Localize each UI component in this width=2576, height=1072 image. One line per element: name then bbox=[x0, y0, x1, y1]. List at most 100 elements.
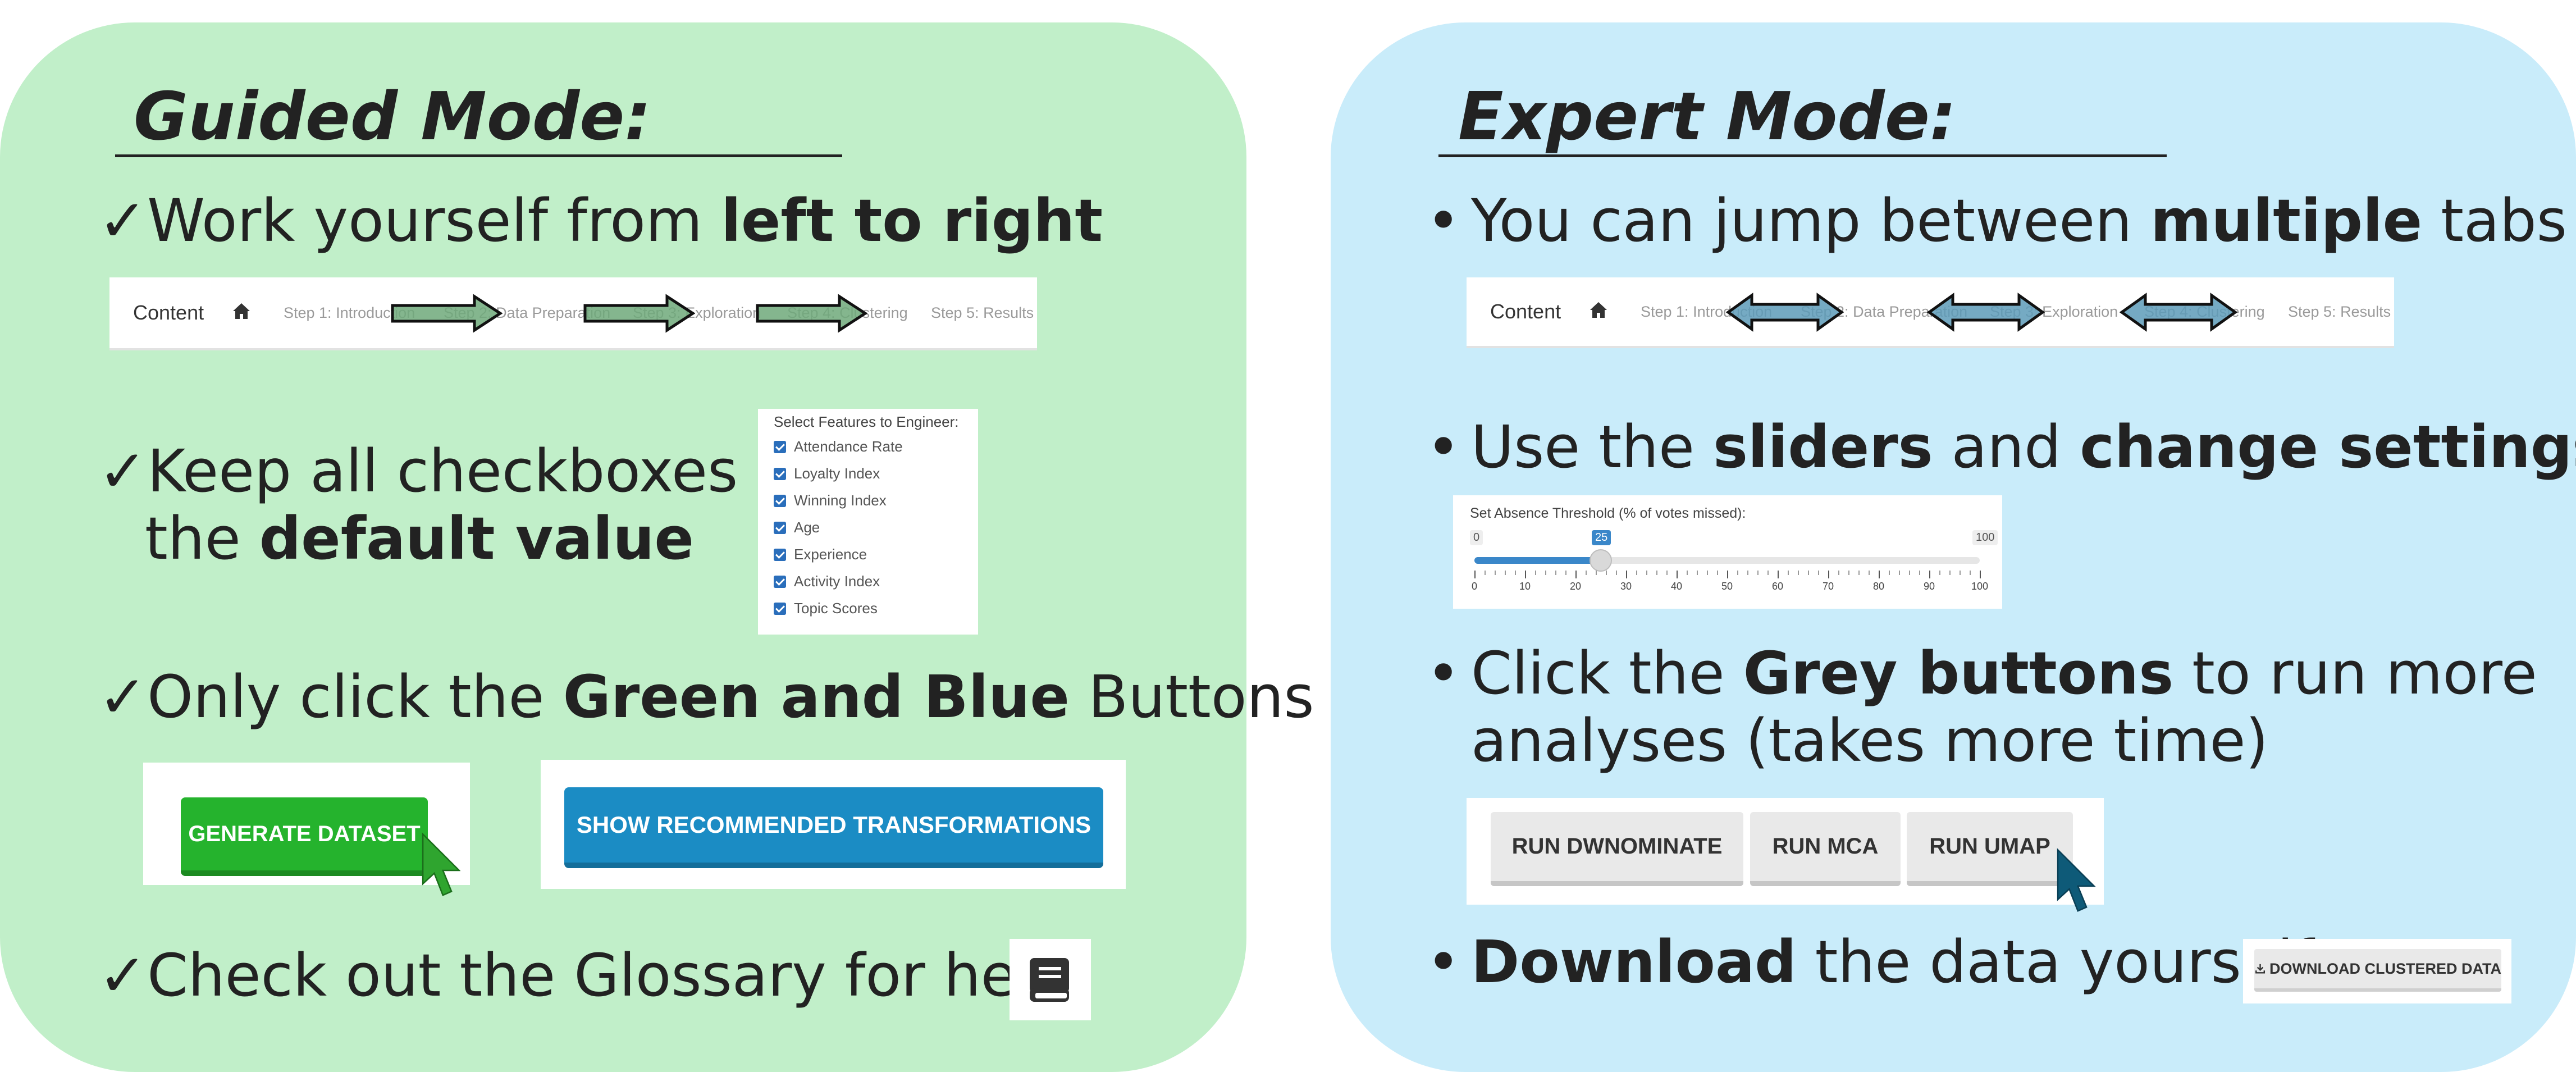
checkbox-age[interactable]: Age bbox=[774, 519, 820, 536]
slider-minor-tick bbox=[1616, 571, 1617, 575]
checkbox-checked-icon[interactable] bbox=[774, 521, 786, 534]
slider-tick-label: 80 bbox=[1872, 581, 1885, 592]
checkmark-icon: ✓ bbox=[98, 186, 148, 255]
glossary-icon-screenshot bbox=[1010, 939, 1091, 1020]
checkbox-checked-icon[interactable] bbox=[774, 494, 786, 507]
cursor-icon bbox=[422, 832, 460, 896]
bullet-icon: • bbox=[1426, 186, 1461, 255]
slider-minor-tick bbox=[1606, 571, 1607, 575]
expert-title-underline bbox=[1438, 154, 2167, 157]
nav-content-label[interactable]: Content bbox=[133, 301, 204, 324]
slider-label: Set Absence Threshold (% of votes missed… bbox=[1470, 505, 1746, 521]
checkbox-panel-title: Select Features to Engineer: bbox=[774, 413, 959, 430]
checkbox-checked-icon[interactable] bbox=[774, 467, 786, 480]
nav-step-5[interactable]: Step 5: Results bbox=[2288, 303, 2391, 320]
checkbox-winning-index[interactable]: Winning Index bbox=[774, 492, 887, 509]
right-arrow-icon bbox=[391, 294, 503, 333]
slider-tick bbox=[1778, 571, 1779, 578]
guided-instruction-3: ✓Only click the Green and Blue Buttons bbox=[98, 663, 1314, 731]
show-recommended-transformations-button[interactable]: SHOW RECOMMENDED TRANSFORMATIONS bbox=[564, 787, 1103, 868]
nav-step-5[interactable]: Step 5: Results bbox=[931, 304, 1034, 321]
slider-minor-tick bbox=[1565, 571, 1566, 575]
right-arrow-icon bbox=[756, 294, 867, 333]
slider-minor-tick bbox=[1666, 571, 1668, 575]
guided-instruction-4: ✓Check out the Glossary for help bbox=[98, 941, 1070, 1010]
checkbox-checked-icon[interactable] bbox=[774, 575, 786, 588]
slider-tick-label: 70 bbox=[1822, 581, 1834, 592]
download-icon bbox=[2255, 964, 2266, 974]
expert-navbar-screenshot: Content Step 1: Introduction Step 2: Dat… bbox=[1467, 277, 2394, 348]
checkbox-checked-icon[interactable] bbox=[774, 548, 786, 561]
slider-tick-label: 100 bbox=[1971, 581, 1989, 592]
double-arrow-icon bbox=[1726, 293, 1844, 332]
slider-tick bbox=[1626, 571, 1627, 578]
slider-minor-tick bbox=[1697, 571, 1698, 575]
slider-minor-tick bbox=[1495, 571, 1496, 575]
checkbox-loyalty-index[interactable]: Loyalty Index bbox=[774, 465, 880, 482]
slider-minor-tick bbox=[1869, 571, 1870, 575]
slider-tick bbox=[1929, 571, 1930, 578]
checkbox-experience[interactable]: Experience bbox=[774, 546, 867, 563]
slider-tick bbox=[1575, 571, 1577, 578]
expert-instruction-3: •Click the Grey buttons to run more bbox=[1426, 639, 2537, 708]
slider-minor-tick bbox=[1505, 571, 1506, 575]
guided-mode-title: Guided Mode: bbox=[134, 77, 651, 155]
slider-tick-label: 30 bbox=[1620, 581, 1632, 592]
slider-minor-tick bbox=[1515, 571, 1516, 575]
slider-fill bbox=[1474, 557, 1601, 564]
feature-checkbox-panel: Select Features to Engineer: Attendance … bbox=[758, 409, 978, 635]
slider-tick bbox=[1727, 571, 1728, 578]
run-dwnominate-button[interactable]: RUN DWNOMINATE bbox=[1491, 812, 1743, 886]
checkbox-checked-icon[interactable] bbox=[774, 602, 786, 615]
home-icon[interactable] bbox=[232, 302, 251, 320]
slider-minor-tick bbox=[1858, 571, 1860, 575]
home-icon[interactable] bbox=[1589, 301, 1608, 319]
slider-tick bbox=[1525, 571, 1526, 578]
slider-minor-tick bbox=[1939, 571, 1940, 575]
slider-tick bbox=[1474, 571, 1476, 578]
slider-value-label: 25 bbox=[1592, 530, 1611, 545]
double-arrow-icon bbox=[2120, 293, 2237, 332]
download-clustered-data-button[interactable]: DOWNLOAD CLUSTERED DATA bbox=[2254, 949, 2501, 992]
bullet-icon: • bbox=[1426, 928, 1461, 996]
checkbox-attendance-rate[interactable]: Attendance Rate bbox=[774, 438, 903, 455]
checkbox-activity-index[interactable]: Activity Index bbox=[774, 573, 880, 590]
slider-minor-tick bbox=[1889, 571, 1890, 575]
slider-minor-tick bbox=[1747, 571, 1748, 575]
right-arrow-icon bbox=[583, 294, 695, 333]
slider-minor-tick bbox=[1919, 571, 1920, 575]
checkmark-icon: ✓ bbox=[98, 941, 148, 1010]
slider-tick-label: 90 bbox=[1923, 581, 1935, 592]
slider-minor-tick bbox=[1596, 571, 1597, 575]
bullet-icon: • bbox=[1426, 413, 1461, 481]
slider-minor-tick bbox=[1899, 571, 1900, 575]
guided-mode-panel bbox=[0, 22, 1246, 1072]
run-umap-button[interactable]: RUN UMAP bbox=[1907, 812, 2073, 886]
slider-minor-tick bbox=[1960, 571, 1961, 575]
run-mca-button[interactable]: RUN MCA bbox=[1750, 812, 1901, 886]
slider-track[interactable] bbox=[1474, 557, 1980, 564]
guided-instruction-2: ✓Keep all checkboxes bbox=[98, 437, 738, 505]
book-icon[interactable] bbox=[1026, 956, 1074, 1005]
slider-tick-label: 20 bbox=[1569, 581, 1582, 592]
expert-instruction-3-cont: analyses (takes more time) bbox=[1471, 706, 2269, 775]
absence-threshold-slider-screenshot: Set Absence Threshold (% of votes missed… bbox=[1453, 495, 2002, 609]
slider-handle[interactable] bbox=[1590, 549, 1612, 572]
checkbox-topic-scores[interactable]: Topic Scores bbox=[774, 600, 878, 617]
slider-tick-label: 10 bbox=[1519, 581, 1531, 592]
slider-minor-tick bbox=[1535, 571, 1536, 575]
slider-tick-label: 0 bbox=[1471, 581, 1478, 592]
slider-minor-tick bbox=[1909, 571, 1910, 575]
checkmark-icon: ✓ bbox=[98, 663, 148, 731]
nav-content-label[interactable]: Content bbox=[1490, 300, 1561, 323]
checkbox-checked-icon[interactable] bbox=[774, 440, 786, 453]
double-arrow-icon bbox=[1927, 293, 2045, 332]
slider-minor-tick bbox=[1737, 571, 1738, 575]
slider-minor-tick bbox=[1545, 571, 1546, 575]
slider-minor-tick bbox=[1970, 571, 1971, 575]
slider-minor-tick bbox=[1757, 571, 1759, 575]
slider-minor-tick bbox=[1767, 571, 1769, 575]
expert-instruction-1: •You can jump between multiple tabs bbox=[1426, 186, 2567, 255]
bullet-icon: • bbox=[1426, 639, 1461, 708]
generate-dataset-button[interactable]: GENERATE DATASET bbox=[181, 797, 428, 876]
